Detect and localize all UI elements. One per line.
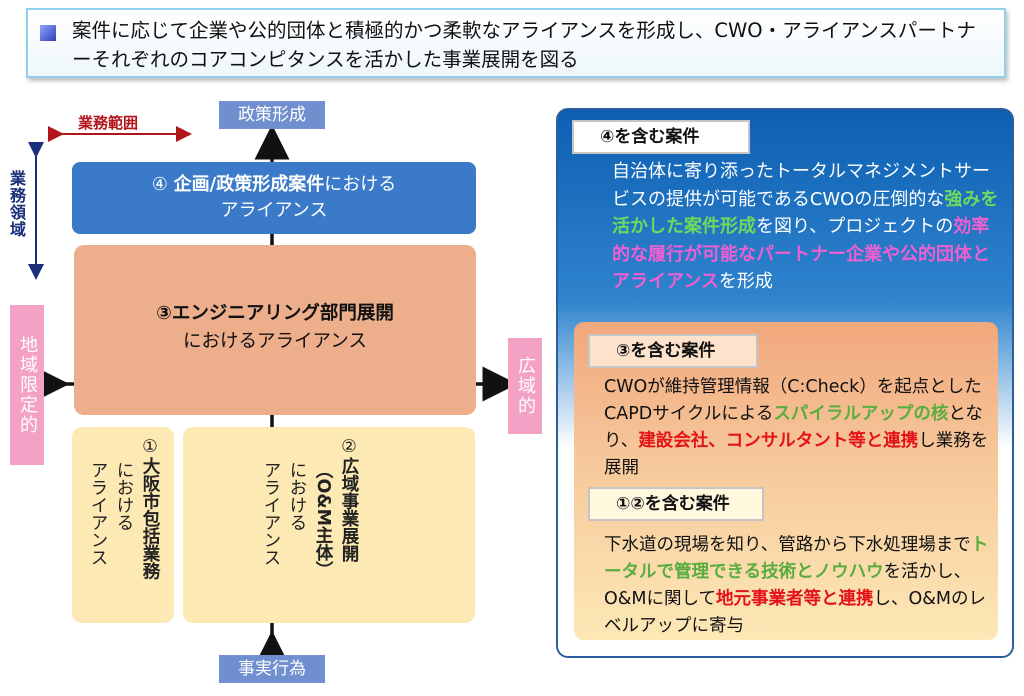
q1-rest1: における: [114, 461, 134, 531]
q1-num: ①: [140, 437, 160, 457]
case-3-highlight-red: 建設会社、コンサルタント等と連携: [638, 431, 919, 451]
axis-top-label: 政策形成: [219, 101, 325, 129]
case-4-text: 自治体に寄り添ったトータルマネジメントサービスの提供が可能であるCWOの圧倒的な…: [612, 158, 1002, 296]
case-12-text: 下水道の現場を知り、管路から下水処理場までトータルで管理できる技術とノウハウを活…: [604, 532, 994, 640]
q4-rest1: における: [324, 174, 397, 195]
quadrant-1-box: ①大阪市包括業務 における アライアンス: [72, 427, 174, 623]
q4-rest2: アライアンス: [220, 200, 328, 221]
title-banner: 案件に応じて企業や公的団体と積極的かつ柔軟なアライアンスを形成し、CWO・アライ…: [26, 8, 1006, 78]
case-12-highlight-green: トータルで管理できる技術とノウハウ: [604, 535, 989, 582]
q2-rest2: アライアンス: [261, 461, 281, 566]
inner-cases-box: [574, 322, 998, 640]
case-4-text-1: 自治体に寄り添ったトータルマネジメントサービスの提供が可能であるCWOの圧倒的な: [612, 161, 990, 210]
case-4-text-2: を図り、プロジェクトの: [756, 216, 954, 237]
case-12-text-1: 下水道の現場を知り、管路から下水処理場まで: [604, 535, 971, 555]
axis-bottom-label: 事実行為: [219, 655, 325, 683]
q2-col1: ②広域事業展開: [336, 437, 361, 562]
case-4-highlight-green: 強みを活かした案件形成: [612, 188, 999, 238]
tag-case-4: ④を含む案件: [572, 120, 750, 154]
scope-vertical-label: 業務領域: [7, 170, 26, 238]
scope-horizontal-label: 業務範囲: [78, 114, 139, 132]
case-3-text-1: CWOが維持管理情報（C:Check）を起点としたCAPDサイクルによる: [604, 377, 982, 424]
case-3-text-2: となり、: [604, 404, 983, 451]
q2-bold1: 広域事業展開: [339, 457, 359, 562]
q2-rest1: における: [287, 461, 307, 531]
case-12-text-3: し、O&Mのレベルアップに寄与: [604, 589, 987, 636]
quadrant-3-box: ③エンジニアリング部門展開 におけるアライアンス: [74, 245, 476, 415]
q1-col1: ①大阪市包括業務: [137, 437, 162, 580]
case-3-text: CWOが維持管理情報（C:Check）を起点としたCAPDサイクルによるスパイラ…: [604, 374, 994, 482]
tag-case-12: ①②を含む案件: [588, 487, 764, 521]
square-bullet-icon: [40, 25, 56, 41]
q1-bold: 大阪市包括業務: [140, 457, 160, 580]
q3-bold: ③エンジニアリング部門展開: [156, 303, 394, 324]
banner-text: 案件に応じて企業や公的団体と積極的かつ柔軟なアライアンスを形成し、CWO・アライ…: [72, 19, 976, 71]
case-4-text-3: を形成: [718, 271, 773, 292]
q2-bold2: （O&M主体）: [313, 461, 333, 579]
q4-num: ④: [151, 174, 168, 195]
case-3-text-3: し業務を展開: [604, 431, 989, 478]
q4-bold: 企画/政策形成案件: [173, 174, 325, 195]
q1-rest2: アライアンス: [88, 461, 108, 566]
q2-num: ②: [339, 437, 359, 457]
case-12-text-2: を活かし、O&Mに関して: [604, 562, 972, 609]
quadrant-4-box: ④ 企画/政策形成案件における アライアンス: [72, 162, 476, 234]
q3-rest: におけるアライアンス: [183, 331, 367, 352]
case-3-highlight-green: スパイラルアップの核: [773, 404, 949, 424]
axis-left-label: 地域限定的: [10, 305, 44, 465]
case-12-highlight-red: 地元事業者等と連携: [716, 589, 874, 609]
quadrant-2-box: ②広域事業展開 （O&M主体） における アライアンス: [183, 427, 475, 623]
case-4-highlight-pink: 効率的な履行が可能なパートナー企業や公的団体とアライアンス: [612, 216, 990, 292]
axis-right-label: 広域的: [508, 338, 542, 434]
tag-case-3: ③を含む案件: [588, 334, 758, 368]
